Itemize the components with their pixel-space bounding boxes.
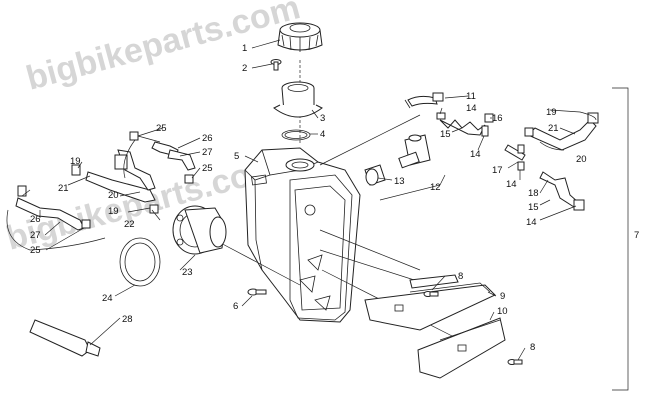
callout-16: 16	[492, 113, 503, 124]
callout-27-a: 27	[202, 147, 213, 158]
callout-6: 6	[233, 301, 238, 312]
callout-1: 1	[242, 43, 247, 54]
callout-24: 24	[102, 293, 113, 304]
callout-11: 11	[466, 91, 476, 102]
right-hose-group	[436, 112, 599, 211]
skid-plates	[364, 274, 506, 379]
callout-5: 5	[234, 151, 239, 162]
item-7-bracket	[612, 87, 629, 391]
callout-21-a: 21	[548, 123, 559, 134]
callout-17: 17	[492, 165, 503, 176]
callout-22: 22	[124, 219, 135, 230]
callout-19-a: 19	[546, 107, 557, 118]
o-ring-4	[281, 129, 311, 141]
bolts-8	[423, 291, 523, 365]
callout-19-b: 19	[70, 156, 81, 167]
leader-lines	[21, 39, 597, 361]
callout-25-b: 25	[202, 163, 213, 174]
callout-10: 10	[497, 306, 508, 317]
callout-7: 7	[634, 230, 639, 241]
ring-gasket-24	[119, 237, 161, 287]
watermark-text-2: bigbikeparts.com	[2, 148, 284, 258]
callout-labels: 1 2 3 4 5 6 7 8 8 9 10 11 12 13 14 14 14…	[30, 43, 639, 353]
hose-11	[404, 92, 444, 109]
callout-23: 23	[182, 267, 193, 278]
callout-13: 13	[394, 176, 405, 187]
pump-flange-23	[172, 205, 227, 255]
callout-12: 12	[430, 182, 441, 193]
callout-28: 28	[122, 314, 133, 325]
callout-27-b: 27	[30, 230, 41, 241]
filler-neck	[273, 81, 323, 118]
callout-14-a: 14	[466, 103, 477, 114]
vent-fitting-assembly	[364, 134, 446, 201]
callout-9: 9	[500, 291, 505, 302]
callout-20-b: 20	[108, 190, 119, 201]
callout-18: 18	[528, 188, 539, 199]
callout-4: 4	[320, 129, 325, 140]
screw-2	[270, 59, 282, 71]
callout-25-c: 25	[30, 245, 41, 256]
callout-3: 3	[320, 113, 325, 124]
callout-21-b: 21	[58, 183, 69, 194]
callout-15-b: 15	[528, 202, 539, 213]
oil-tank	[244, 147, 361, 323]
callout-2: 2	[242, 63, 247, 74]
callout-19-c: 19	[108, 206, 119, 217]
watermark-text-1: bigbikeparts.com	[22, 0, 304, 98]
callout-15-a: 15	[440, 129, 451, 140]
left-hose-group	[6, 131, 196, 251]
sealant-tube: SEALANT	[29, 319, 101, 357]
callout-25-a: 25	[156, 123, 167, 134]
callout-8-b: 8	[530, 342, 535, 353]
callout-14-b: 14	[470, 149, 481, 160]
callout-8-a: 8	[458, 271, 463, 282]
callout-20-a: 20	[576, 154, 587, 165]
callout-14-c: 14	[506, 179, 517, 190]
callout-26-a: 26	[202, 133, 213, 144]
filler-cap	[277, 22, 323, 52]
callout-14-d: 14	[526, 217, 537, 228]
callout-26-b: 26	[30, 214, 41, 225]
screw-6	[247, 288, 267, 296]
